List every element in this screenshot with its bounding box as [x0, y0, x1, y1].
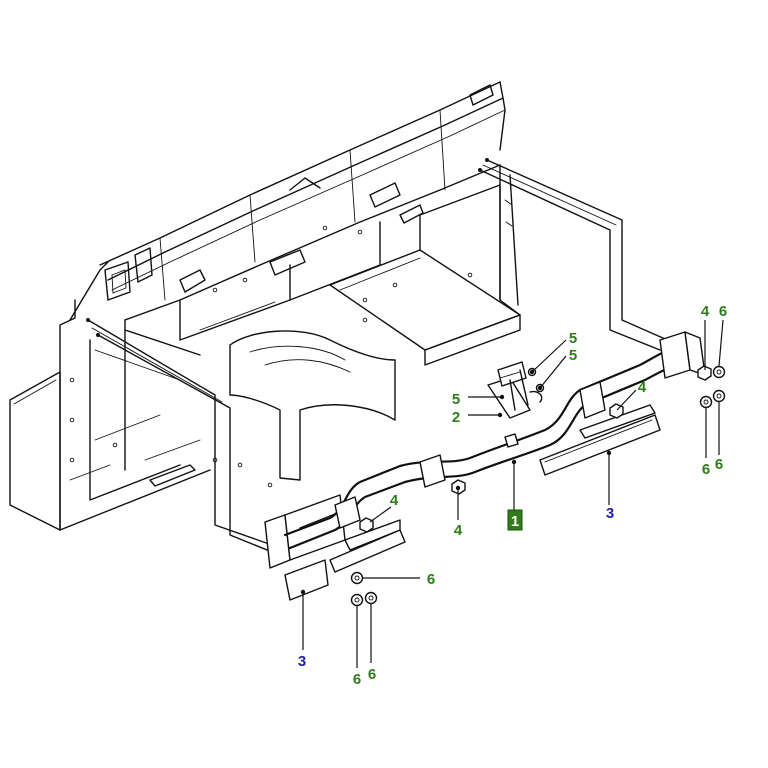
vehicle-body — [9, 81, 521, 531]
callout-6-right-top: 6 — [719, 303, 727, 320]
fasteners — [350, 365, 726, 607]
body-bolt-holes — [69, 225, 473, 488]
chassis-crossmember — [264, 331, 706, 569]
callout-6-left-side: 6 — [427, 571, 435, 588]
mounting-through-bolts — [86, 158, 673, 557]
callout-6-right-bottom-a: 6 — [702, 461, 710, 478]
callout-labels: 1 2 3 3 4 4 4 4 5 5 5 6 6 6 6 6 6 — [298, 303, 727, 688]
callout-6-left-bottom-a: 6 — [353, 671, 361, 688]
callout-4-left: 4 — [390, 492, 399, 509]
spacer-plates — [284, 404, 661, 601]
callout-6-left-bottom-b: 6 — [368, 666, 376, 683]
callout-1-badge — [507, 509, 523, 531]
callout-3-left: 3 — [298, 653, 306, 670]
leader-lines — [300, 319, 724, 668]
callout-5-left: 5 — [452, 391, 460, 408]
callout-3-right: 3 — [606, 505, 614, 522]
callout-2: 2 — [452, 409, 460, 426]
anchor-bracket — [487, 361, 543, 419]
callout-5-middle: 5 — [569, 347, 577, 364]
callout-5-top: 5 — [569, 330, 577, 347]
callout-4-center: 4 — [454, 522, 463, 539]
callout-4-right-top: 4 — [701, 303, 710, 320]
callout-4-right-mid: 4 — [638, 379, 647, 396]
callout-1: 1 — [511, 513, 519, 530]
callout-6-right-bottom-b: 6 — [715, 456, 723, 473]
